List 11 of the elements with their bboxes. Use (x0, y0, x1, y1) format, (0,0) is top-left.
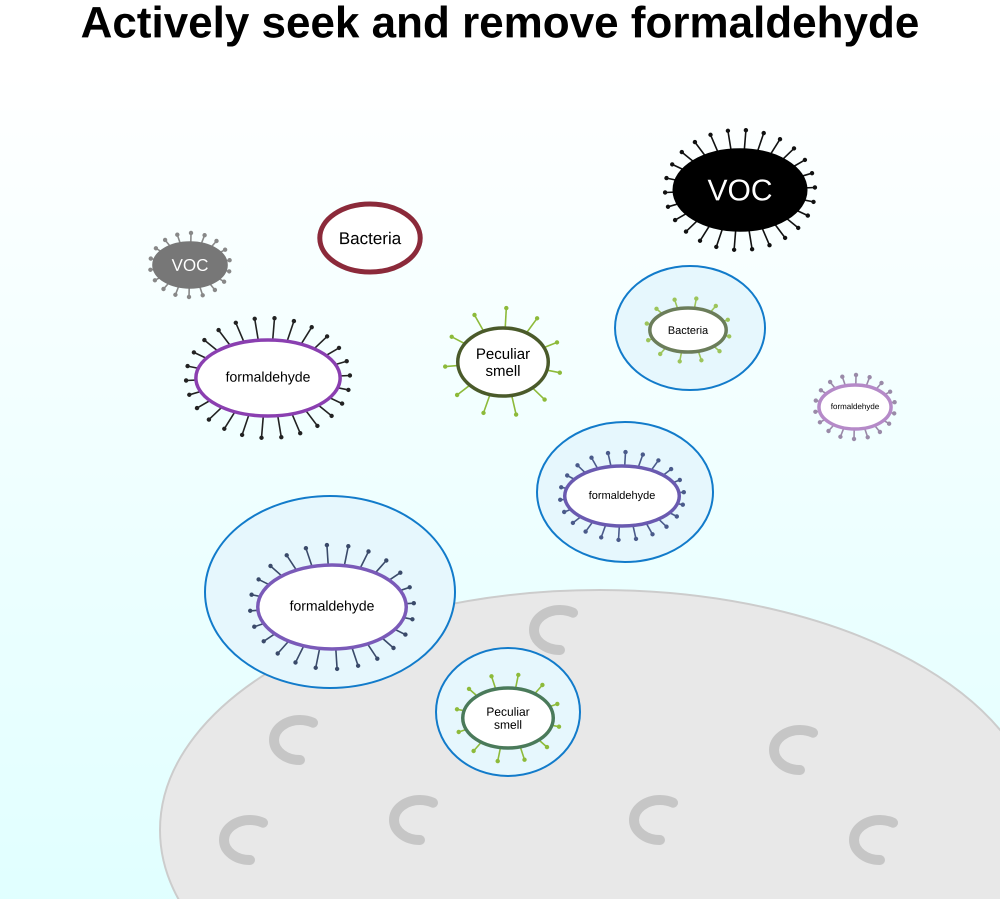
germ-in-bubble-drawing: formaldehyde (536, 421, 714, 563)
germ-in-bubble-drawing: formaldehyde (204, 495, 456, 689)
title: Actively seek and remove formaldehyde (82, 6, 918, 47)
germ-drawing: Bacteria (317, 202, 423, 274)
germ-drawing: formaldehyde (813, 372, 897, 442)
germ-in-bubble-drawing: Peculiar smell (435, 647, 581, 777)
germ-drawing: VOC (148, 230, 232, 300)
germ-in-bubble-drawing: Bacteria (614, 265, 766, 391)
germ-drawing: formaldehyde (184, 316, 352, 440)
germ-drawing: VOC (662, 128, 818, 252)
germ-drawing: Peculiar smell (443, 306, 562, 417)
